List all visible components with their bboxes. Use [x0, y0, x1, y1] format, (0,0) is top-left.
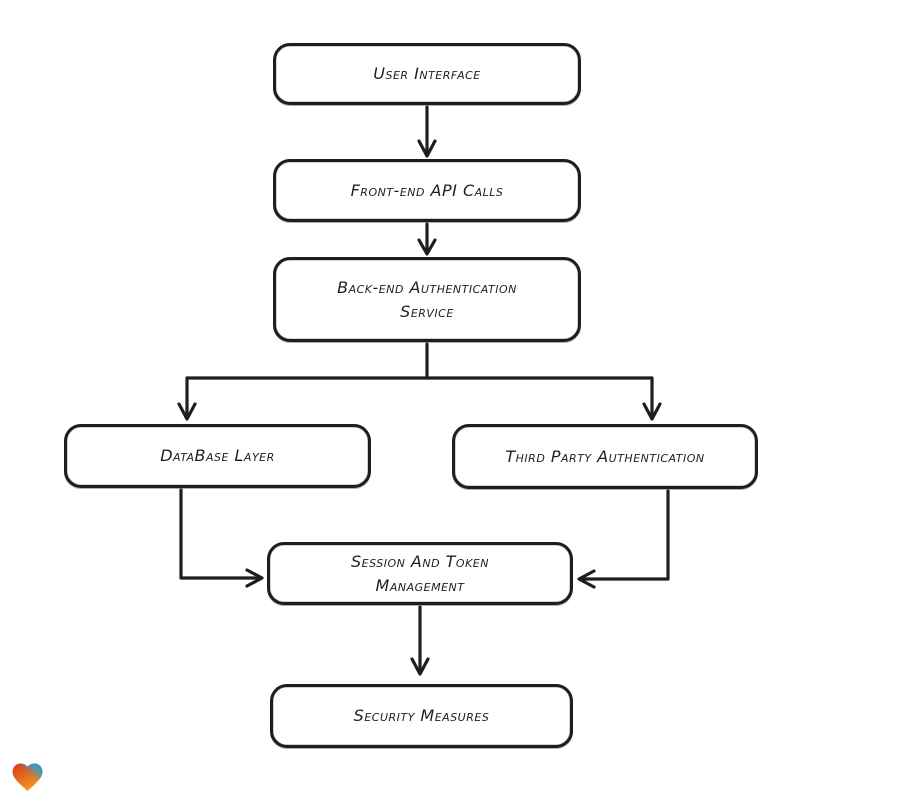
node-back-end-authentication-service-label: Back-end Authentication Service [337, 278, 517, 321]
connector-back-end-authentication-service-to-database-layer [177, 342, 429, 421]
connector-back-end-authentication-service-to-third-party-authentication [425, 376, 662, 421]
gradient-heart-icon[interactable] [9, 759, 46, 795]
node-session-and-token-management[interactable]: Session And Token Management [267, 542, 573, 605]
node-third-party-authentication[interactable]: Third Party Authentication [452, 424, 758, 489]
node-user-interface[interactable]: User Interface [273, 43, 581, 105]
connector-database-layer-to-session-and-token-management [179, 488, 264, 588]
node-back-end-authentication-service[interactable]: Back-end Authentication Service [273, 257, 581, 342]
node-front-end-api-calls-label: Front-end API Calls [350, 180, 504, 200]
node-database-layer-label: DataBase Layer [160, 446, 275, 466]
connector-third-party-authentication-to-session-and-token-management [577, 489, 670, 589]
node-front-end-api-calls[interactable]: Front-end API Calls [273, 159, 581, 222]
node-third-party-authentication-label: Third Party Authentication [505, 446, 705, 466]
connector-session-and-token-management-to-security-measures [410, 605, 430, 676]
node-database-layer[interactable]: DataBase Layer [64, 424, 371, 488]
node-session-and-token-management-label: Session And Token Management [351, 552, 489, 595]
connector-front-end-api-calls-to-back-end-authentication-service [417, 222, 437, 256]
connector-user-interface-to-front-end-api-calls [417, 105, 437, 158]
node-user-interface-label: User Interface [373, 64, 481, 84]
node-security-measures-label: Security Measures [353, 706, 490, 726]
node-security-measures[interactable]: Security Measures [270, 684, 573, 748]
